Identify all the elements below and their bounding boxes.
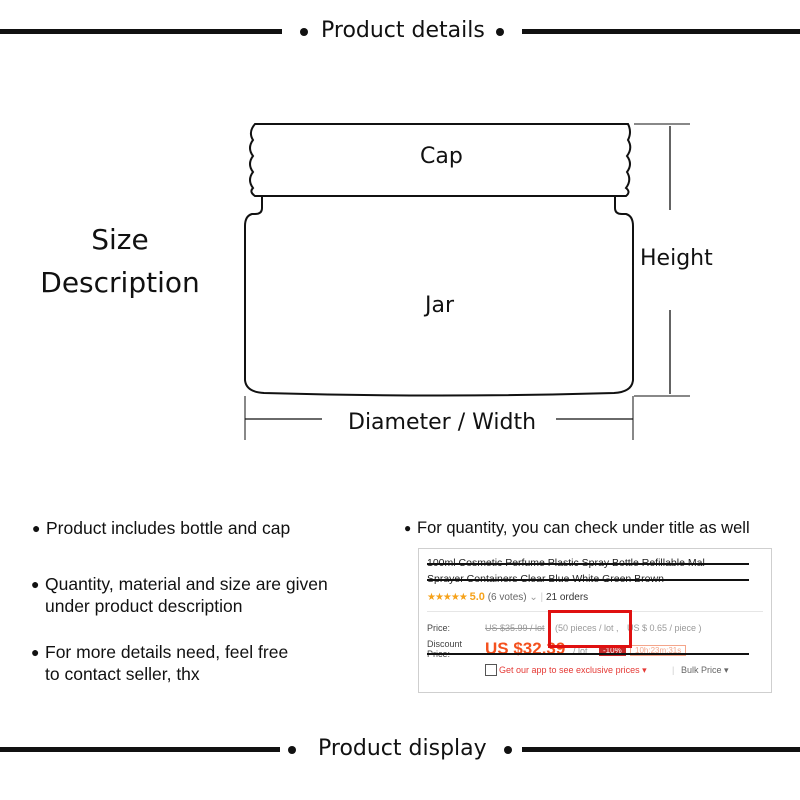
bulk-price-dropdown[interactable]: Bulk Price ▾ [681, 665, 729, 675]
listing-title: 100ml Cosmetic Perfume Plastic Spray Bot… [427, 555, 767, 587]
product-details-title: Product details [321, 18, 485, 43]
bottom-rule-left [0, 747, 280, 752]
size-description-heading: Size Description [40, 218, 200, 304]
bullet-contents-text: Product includes bottle and cap [46, 518, 291, 538]
size-description-line2: Description [40, 266, 200, 299]
bullet-quantity: ● Quantity, material and size are given … [31, 573, 328, 617]
bullet-quantity-line1: Quantity, material and size are given [45, 574, 328, 594]
link-separator: | [672, 665, 675, 675]
bullet-dot-icon: ● [31, 576, 40, 592]
listing-preview: 100ml Cosmetic Perfume Plastic Spray Bot… [418, 548, 772, 693]
countdown-timer: 10h:23m:31s [630, 645, 687, 656]
listing-rating-row: ★★★★★ 5.0 (6 votes) ⌄ | 21 orders [427, 591, 589, 603]
bullet-contents: ● Product includes bottle and cap [32, 517, 291, 539]
bottom-bullet-right [504, 746, 512, 754]
bullet-contact-line2: to contact seller, thx [45, 664, 200, 684]
bottom-bullet-left [288, 746, 296, 754]
app-prices-link[interactable]: Get our app to see exclusive prices ▾ [499, 665, 647, 675]
quantity-note-text: For quantity, you can check under title … [417, 519, 750, 537]
bottom-rule-right [522, 747, 800, 752]
product-display-title: Product display [318, 736, 487, 761]
height-label: Height [640, 246, 713, 271]
jar-label: Jar [425, 293, 455, 318]
price-label: Price: [427, 623, 451, 633]
original-price: US $35.99 / lot [485, 623, 545, 633]
order-count: 21 orders [545, 592, 589, 603]
title-strike-line2 [427, 579, 749, 581]
discount-label-line1: Discount [427, 639, 463, 649]
bullet-contact-line1: For more details need, feel free [45, 642, 289, 662]
top-bullet-left [300, 28, 308, 36]
top-rule-right [522, 29, 800, 34]
jar-diagram [244, 123, 690, 440]
price-strike-line [427, 653, 749, 655]
bullet-dot-icon: ● [32, 520, 41, 536]
top-bullet-right [496, 28, 504, 36]
jar-outline [244, 197, 634, 397]
price-unit: / lot [573, 646, 588, 656]
bullet-dot-icon: ● [404, 521, 412, 535]
chevron-down-icon: ⌄ [529, 592, 541, 603]
top-rule-left [0, 29, 282, 34]
rating-stars-icon: ★★★★★ [427, 592, 468, 603]
discount-label: Discount Price: [427, 639, 462, 659]
title-strike-line1 [427, 563, 749, 565]
rating-value: 5.0 [469, 591, 485, 603]
cap-outline [249, 123, 632, 197]
rating-votes: (6 votes) [487, 592, 527, 603]
cap-label: Cap [420, 144, 463, 169]
bullet-dot-icon: ● [31, 644, 40, 660]
price-per-piece: US $ 0.65 / piece ) [627, 623, 702, 633]
width-label: Diameter / Width [348, 410, 537, 435]
qr-code-icon [485, 664, 497, 676]
bullet-quantity-note: ● For quantity, you can check under titl… [404, 517, 750, 539]
bullet-contact: ● For more details need, feel free to co… [31, 641, 289, 685]
size-description-line1: Size [91, 223, 149, 256]
discount-badge: -10% [599, 645, 626, 656]
quantity-highlight-box [548, 610, 632, 648]
pieces-per-lot: (50 pieces / lot , [555, 623, 619, 633]
bullet-quantity-line2: under product description [45, 596, 243, 616]
